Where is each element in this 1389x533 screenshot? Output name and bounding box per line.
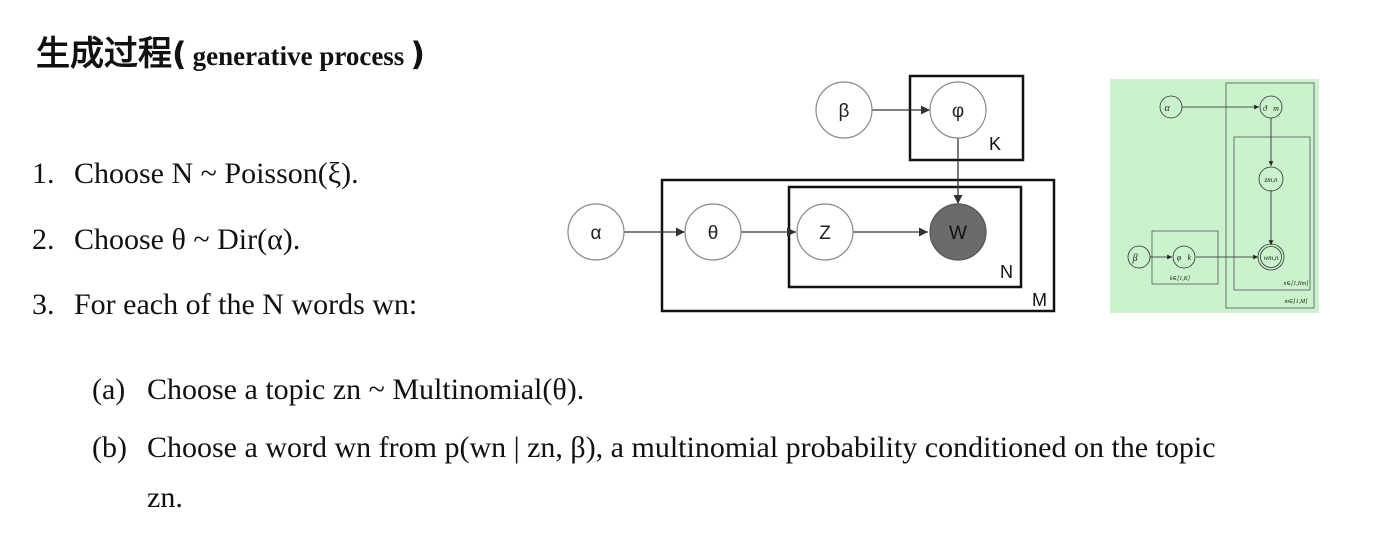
thumb-plate-n-label: n∈[1,Nm] — [1284, 281, 1310, 287]
node-phi — [929, 81, 987, 139]
node-w — [929, 203, 987, 261]
step-number: 1. — [32, 157, 55, 190]
thumb-plate-n — [1233, 136, 1311, 291]
substep-b-continuation: zn. — [147, 480, 183, 516]
thumb-node-z-label: zm,n — [1263, 176, 1278, 184]
lda-thumbnail: α⃗ ϑ⃗m zm,n β⃗ φ⃗k wm,n k∈[1,K] n∈[1,Nm]… — [1110, 79, 1319, 313]
node-beta-label: β — [839, 101, 850, 122]
title-chinese: 生成过程 — [36, 34, 172, 74]
thumb-node-phi — [1172, 245, 1196, 269]
step-text: Choose N ~ Poisson(ξ). — [74, 157, 359, 190]
thumb-plate-k — [1151, 230, 1219, 285]
node-alpha — [567, 203, 625, 261]
thumb-node-alpha — [1159, 95, 1183, 119]
thumb-node-phi-label: φ⃗k — [1177, 253, 1192, 262]
thumb-plate-m — [1225, 82, 1315, 309]
substep-a: (a) Choose a topic zn ~ Multinomial(θ). — [92, 372, 584, 408]
substep-number: (a) — [92, 373, 126, 406]
step-text: Choose θ ~ Dir(α). — [74, 223, 301, 256]
step-1: 1. Choose N ~ Poisson(ξ). — [32, 156, 359, 192]
step-text: For each of the N words wn: — [74, 288, 418, 321]
plate-m-label: M — [1032, 290, 1047, 310]
substep-continuation-text: zn. — [147, 481, 183, 514]
thumb-node-z — [1258, 166, 1284, 192]
thumb-plate-k-label: k∈[1,K] — [1170, 276, 1191, 282]
page-title: 生成过程 ( generative process ) — [36, 26, 425, 74]
node-alpha-label: α — [591, 223, 602, 244]
thumb-node-theta — [1259, 95, 1283, 119]
substep-number: (b) — [92, 431, 127, 464]
thumb-node-beta-label: β⃗ — [1132, 253, 1146, 264]
thumb-node-w-outer — [1257, 243, 1285, 271]
plate-k — [908, 74, 1025, 162]
node-w-label: W — [949, 223, 967, 244]
plate-diagram: K N M β φ α θ Z W — [560, 70, 1060, 320]
node-theta-label: θ — [708, 223, 719, 244]
step-number: 3. — [32, 288, 55, 321]
title-close-paren: ) — [410, 35, 425, 73]
plate-k-label: K — [989, 134, 1001, 154]
thumb-node-alpha-label: α⃗ — [1164, 103, 1177, 114]
substep-b: (b) Choose a word wn from p(wn | zn, β),… — [92, 430, 1216, 466]
plate-n — [787, 185, 1023, 289]
title-open-paren: ( — [172, 35, 187, 73]
title-english: generative process — [192, 41, 405, 71]
plate-m — [660, 178, 1056, 313]
step-2: 2. Choose θ ~ Dir(α). — [32, 222, 300, 258]
step-number: 2. — [32, 223, 55, 256]
node-beta — [815, 81, 873, 139]
substep-text: Choose a topic zn ~ Multinomial(θ). — [147, 373, 585, 406]
node-z-label: Z — [819, 223, 831, 244]
thumb-plate-m-label: m∈[1,M] — [1285, 299, 1309, 305]
node-z — [796, 203, 854, 261]
thumb-node-theta-label: ϑ⃗m — [1263, 104, 1279, 113]
plate-n-label: N — [1000, 262, 1013, 282]
thumb-node-w-inner — [1260, 246, 1282, 268]
thumb-node-w-label: wm,n — [1264, 254, 1279, 262]
node-theta — [684, 203, 742, 261]
thumb-node-beta — [1127, 245, 1151, 269]
node-phi-label: φ — [952, 101, 964, 122]
step-3: 3. For each of the N words wn: — [32, 287, 417, 323]
substep-text: Choose a word wn from p(wn | zn, β), a m… — [147, 431, 1216, 464]
